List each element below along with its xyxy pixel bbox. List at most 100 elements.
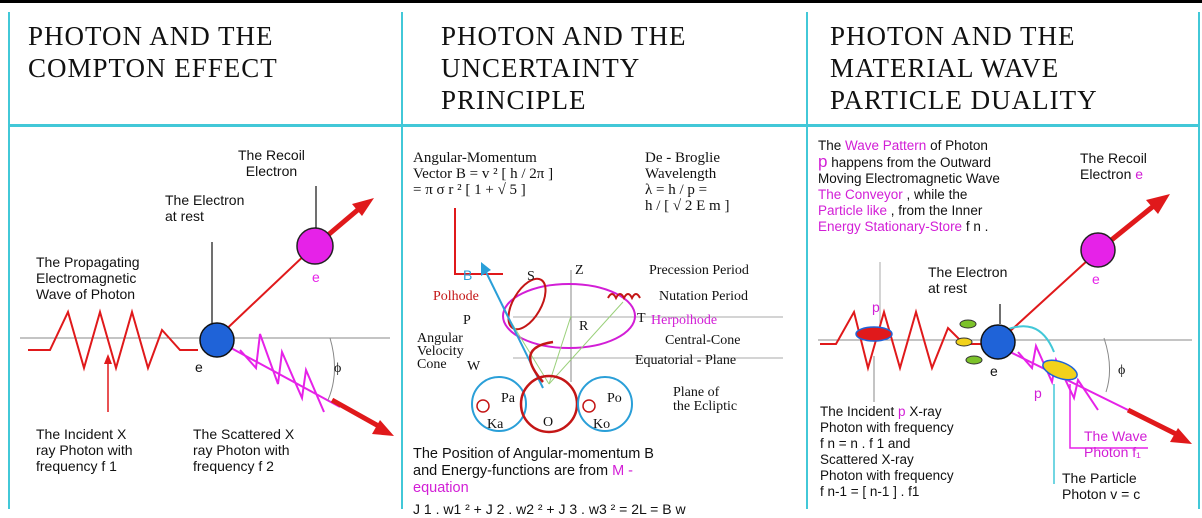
label-line: Wave of Photon [36, 286, 136, 302]
arrow-head [372, 420, 394, 436]
polhode-label: Polhode [433, 289, 479, 304]
label-line: The Propagating [36, 254, 140, 270]
p-label: P [463, 313, 471, 328]
propagating-label: The Propagating Electromagnetic Wave of … [36, 254, 140, 302]
position-text: The Position of Angular-momentum B and E… [413, 446, 686, 518]
s-label: S [527, 269, 535, 284]
ecliptic-label: the Ecliptic [673, 399, 737, 414]
label-line: Photon f₁ [1084, 444, 1141, 460]
nutation-label: Nutation Period [659, 289, 748, 304]
title-line: MATERIAL WAVE [830, 53, 1060, 83]
text-line: p happens from the Outward [818, 152, 1000, 171]
title-line: PHOTON AND THE [441, 21, 687, 51]
text-line: Particle like , from the Inner [818, 203, 1000, 219]
label-line: Electron e [1080, 166, 1147, 182]
w-label: W [467, 359, 481, 374]
herpolhode-ellipse [502, 283, 636, 349]
pa-label: Pa [501, 391, 516, 406]
scatter-arrow [330, 397, 384, 431]
recoil-label: The Recoil Electron [238, 147, 305, 179]
text-span: happens from the Outward [827, 155, 992, 170]
text-span: , while the [902, 187, 968, 202]
w-arrow [528, 340, 554, 383]
small-circle [582, 399, 596, 413]
de-broglie-text: De - Broglie Wavelength λ = h / p = h / … [645, 150, 729, 214]
panel-title: PHOTON AND THE COMPTON EFFECT [28, 20, 278, 84]
angle-arc [1103, 337, 1110, 393]
recoil-label: The Recoil Electron e [1080, 150, 1147, 182]
uncertainty-diagram: B S Z Precession Period Nutation Period … [417, 208, 783, 434]
b-label: B [463, 267, 472, 283]
text-line: equation [413, 480, 469, 496]
p-symbol: p [1034, 385, 1042, 401]
text-span: and Energy-functions are from [413, 463, 613, 479]
label-line: frequency f 2 [193, 458, 274, 474]
text-line: Vector B = v ² [ h / 2π ] [413, 166, 554, 182]
ecliptic-label: Plane of [673, 385, 720, 400]
title-line: COMPTON EFFECT [28, 53, 278, 83]
text-span: The Conveyor [818, 187, 903, 202]
electron-symbol: e [195, 359, 203, 375]
pointer-line [1069, 384, 1148, 449]
small-circle [476, 399, 490, 413]
text-span: X-ray [905, 404, 942, 419]
text-line: Energy Stationary-Store f n . [818, 219, 1000, 235]
label-line: ray Photon with [36, 442, 133, 458]
text-span: e [1135, 166, 1144, 182]
text-line: The Wave Pattern of Photon [818, 138, 1000, 154]
divider [10, 124, 401, 127]
particle [959, 319, 977, 329]
compton-diagram: e e ϕ [20, 186, 394, 436]
text-line: h / [ √ 2 E m ] [645, 198, 730, 214]
incident-wave [820, 308, 994, 372]
arrow-head [352, 198, 374, 216]
text-line: Wavelength [645, 166, 717, 182]
divider [808, 124, 1198, 127]
cone-line [548, 315, 572, 385]
incident-label: The Incident p X-ray Photon with frequen… [820, 404, 954, 500]
particle-photon-label: The Particle Photon v = c [1062, 470, 1140, 502]
herpolhode-label: Herpolhode [651, 313, 717, 328]
label-line: at rest [928, 280, 967, 296]
label-line: The Incident p X-ray [820, 404, 954, 420]
circle-right [577, 376, 633, 432]
label-line: Photon v = c [1062, 486, 1141, 502]
label-line: Electron [245, 163, 298, 179]
text-span: Wave Pattern [845, 138, 927, 153]
label-line: The Recoil [1080, 150, 1147, 166]
text-span: The Incident [820, 404, 899, 419]
panel-title: PHOTON AND THE UNCERTAINTY PRINCIPLE [441, 20, 687, 116]
label-line: f n = n . f 1 and [820, 436, 911, 451]
m-equation: M - [612, 463, 634, 479]
duality-diagram: p p e e ϕ [818, 194, 1192, 484]
label-line: f n-1 = [ n-1 ] . f1 [820, 484, 920, 499]
wave-photon-label: The Wave Photon f₁ [1084, 428, 1147, 460]
pointer-line [454, 208, 503, 275]
text-span: p [818, 152, 828, 171]
title-line: PHOTON AND THE [28, 21, 274, 51]
electron-at-rest [199, 322, 235, 358]
t-label: T [637, 311, 646, 326]
label-line: The Electron [165, 192, 245, 208]
scattered-label: The Scattered X ray Photon with frequenc… [193, 426, 294, 474]
angular-velocity-label: Cone [417, 357, 447, 372]
panel-title: PHOTON AND THE MATERIAL WAVE PARTICLE DU… [830, 20, 1098, 116]
divider [403, 124, 806, 127]
recoil-path [216, 249, 311, 339]
text-span: of Photon [926, 138, 988, 153]
text-line: The Position of Angular-momentum B [413, 446, 654, 462]
central-cone-label: Central-Cone [665, 333, 740, 348]
label-line: at rest [165, 208, 204, 224]
label-line: The Incident X [36, 426, 127, 442]
title-line: UNCERTAINTY [441, 53, 641, 83]
title-line: PHOTON AND THE [830, 21, 1076, 51]
panel-uncertainty: PHOTON AND THE UNCERTAINTY PRINCIPLE Ang… [401, 12, 808, 517]
angular-momentum-text: Angular-Momentum Vector B = v ² [ h / 2π… [413, 150, 553, 198]
po-label: Po [607, 391, 622, 406]
recoil-symbol: e [1092, 271, 1100, 287]
text-line: Angular-Momentum [413, 150, 537, 166]
label-line: ray Photon with [193, 442, 290, 458]
recoil-arrow [1102, 202, 1158, 248]
recoil-symbol: e [312, 269, 320, 285]
